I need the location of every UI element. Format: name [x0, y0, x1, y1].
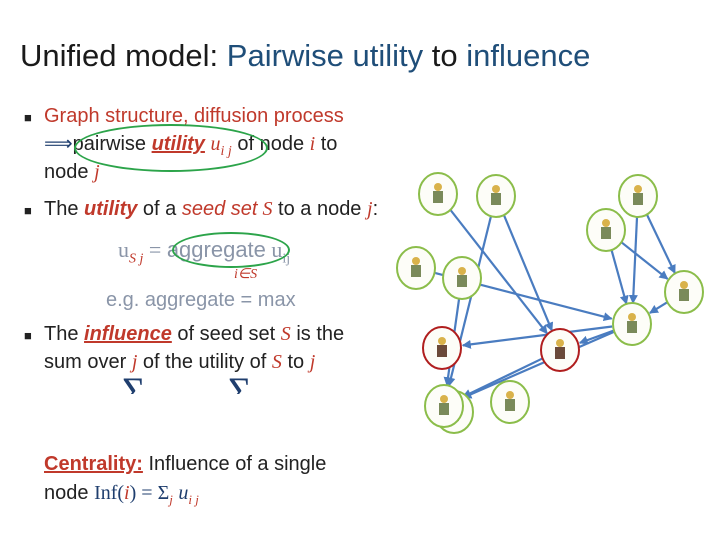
graph-node [418, 172, 458, 216]
figure-icon [633, 193, 643, 205]
centrality-line-2: node Inf(i) = Σj ui j [44, 482, 199, 507]
graph-node [476, 174, 516, 218]
figure-icon [434, 183, 442, 191]
figure-icon [679, 289, 689, 301]
figure-icon [506, 391, 514, 399]
figure-icon [491, 193, 501, 205]
graph-node [612, 302, 652, 346]
figure-icon [680, 281, 688, 289]
figure-icon [458, 267, 466, 275]
bullet-3-line-2: sum over j of the utility of S to j [44, 351, 316, 373]
graph-node [424, 384, 464, 428]
bullet-1-line-1: Graph structure, diffusion process [44, 105, 344, 127]
sum-symbol: Σ [228, 369, 252, 394]
figure-icon [411, 265, 421, 277]
graph-node [540, 328, 580, 372]
figure-icon [492, 185, 500, 193]
bullet-marker: ■ [24, 328, 32, 343]
centrality-line-1: Centrality: Influence of a single [44, 453, 327, 475]
figure-icon [457, 275, 467, 287]
bullet-1-line-3: node j [44, 161, 100, 183]
figure-icon [628, 313, 636, 321]
figure-icon [437, 345, 447, 357]
graph-edge [578, 329, 614, 345]
figure-icon [412, 257, 420, 265]
graph-node [422, 326, 462, 370]
figure-icon [433, 191, 443, 203]
sum-symbol: Σ [122, 369, 146, 394]
bullet-2-line: The utility of a seed set S to a node j: [44, 198, 379, 220]
graph-node [586, 208, 626, 252]
figure-icon [627, 321, 637, 333]
graph-edge [502, 214, 554, 332]
figure-icon [439, 403, 449, 415]
graph-edge [645, 213, 676, 274]
graph-edge [620, 241, 669, 280]
graph-edge [649, 301, 668, 314]
pairwise-utility-highlight [74, 124, 268, 172]
bullet-marker: ■ [24, 110, 32, 125]
graph-edge [610, 248, 629, 305]
graph-node [396, 246, 436, 290]
figure-icon [440, 395, 448, 403]
figure-icon [438, 337, 446, 345]
graph-node [490, 380, 530, 424]
bullet-marker: ■ [24, 203, 32, 218]
graph-edge [449, 209, 548, 335]
graph-edge [628, 215, 639, 305]
graph-node [442, 256, 482, 300]
graph-node [664, 270, 704, 314]
figure-icon [505, 399, 515, 411]
figure-icon [602, 219, 610, 227]
figure-icon [634, 185, 642, 193]
aggregate-highlight [172, 232, 290, 268]
graph-edge [461, 325, 613, 349]
aggregate-example: e.g. aggregate = max [106, 289, 296, 311]
graph-node [618, 174, 658, 218]
bullet-3-line-1: The influence of seed set S is the [44, 323, 345, 345]
figure-icon [556, 339, 564, 347]
slide-title: Unified model: Pairwise utility to influ… [20, 38, 591, 73]
figure-icon [555, 347, 565, 359]
figure-icon [601, 227, 611, 239]
graph-edge [462, 357, 543, 398]
aggregate-subscript: i∈S [234, 267, 258, 282]
